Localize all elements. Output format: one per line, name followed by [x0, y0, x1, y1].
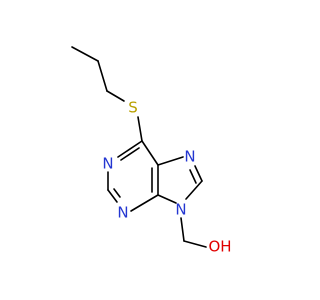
bond-n9-c4	[157, 194, 177, 204]
bond-n7-c8	[194, 165, 203, 182]
propyl-chain	[71, 46, 143, 142]
bond-c5-c6	[141, 140, 159, 166]
n9-atom-label: N	[175, 201, 186, 219]
hydroxyl-atom-label: OH	[208, 238, 231, 256]
bond-c2-c3	[97, 60, 108, 92]
bond-c6-n1-double	[120, 147, 140, 161]
n3-atom-label: N	[117, 204, 128, 222]
bond-s-c6	[137, 116, 143, 142]
imidazole-ring	[157, 156, 203, 204]
n1-atom-label: N	[102, 155, 113, 173]
bond-c2-n3-double	[113, 188, 121, 198]
hydroxymethyl-group	[180, 217, 207, 248]
bond-ch2-o	[183, 240, 207, 248]
bond-c3-s	[106, 90, 125, 102]
bond-n9-ch2	[180, 217, 185, 242]
bond-c8-n9	[185, 180, 203, 200]
bond-c5-n7	[157, 156, 184, 166]
sulfur-atom-label: S	[128, 99, 138, 117]
bond-n3-c4	[130, 194, 159, 212]
pyrimidine-ring	[107, 140, 159, 212]
bond-c6-n1	[117, 140, 143, 158]
molecule-canvas: S N N N N OH	[71, 46, 232, 256]
n7-atom-label: N	[184, 148, 195, 166]
bond-n7-c8-double	[189, 169, 197, 184]
bond-c1-c2	[71, 46, 99, 62]
structure-diagram: S N N N N OH	[71, 46, 232, 256]
bond-c2-n3	[107, 189, 118, 203]
